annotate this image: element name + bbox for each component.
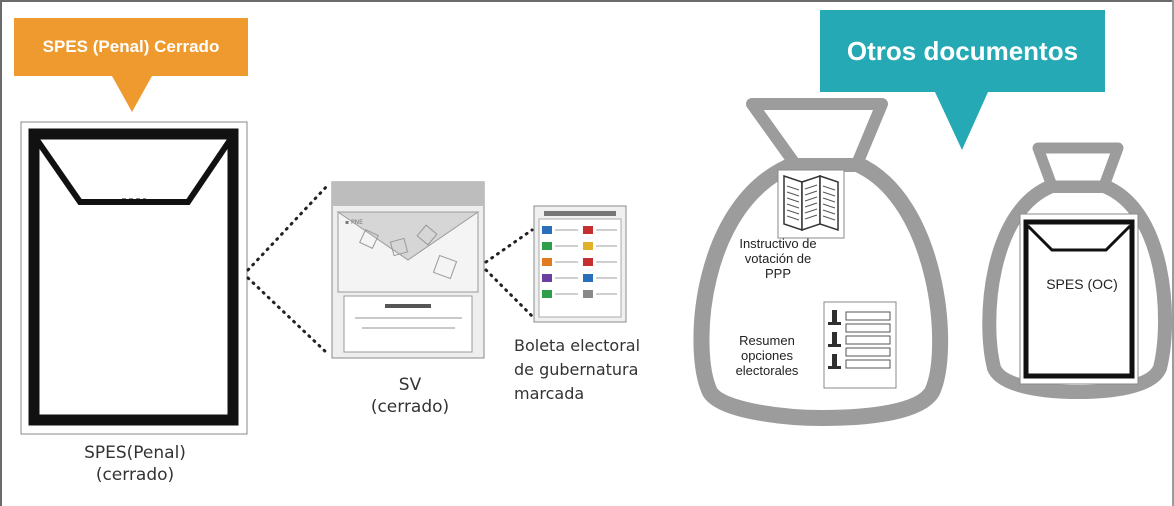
- callout-spes-penal-cerrado: SPES (Penal) Cerrado: [14, 18, 248, 76]
- callout-otros-documentos-text: Otros documentos: [846, 35, 1079, 66]
- label-boleta: Boleta electoral de gubernatura marcada: [514, 336, 641, 403]
- teal-callout-pointer: [935, 92, 988, 150]
- svg-text:▪ PNE: ▪ PNE: [345, 219, 363, 226]
- frame-top: [0, 0, 1174, 2]
- callout-spes-penal-cerrado-text: SPES (Penal) Cerrado: [42, 37, 220, 56]
- sv-envelope-icon: ▪ PNE: [331, 181, 485, 359]
- envelope-icon: [20, 121, 248, 435]
- label-resumen: Resumen opciones electorales: [735, 333, 799, 378]
- label-spes-penal: SPES(Penal) (cerrado): [84, 443, 186, 486]
- frame-left: [0, 0, 2, 506]
- connector-spes-sv: [246, 183, 330, 356]
- ballot-icon: [533, 205, 627, 323]
- orange-callout-pointer: [112, 76, 152, 112]
- list-icon: [823, 301, 897, 389]
- label-spes-oc: SPES (OC): [1046, 276, 1118, 292]
- label-instructivo: Instructivo de votación de PPP: [739, 236, 817, 281]
- connector-sv-boleta: [484, 228, 534, 318]
- leaflet-icon: [777, 169, 845, 239]
- callout-otros-documentos: Otros documentos: [820, 10, 1105, 92]
- frame-right: [1172, 0, 1174, 506]
- label-sv: SV (cerrado): [370, 375, 450, 418]
- bag-icon-small: [982, 142, 1173, 399]
